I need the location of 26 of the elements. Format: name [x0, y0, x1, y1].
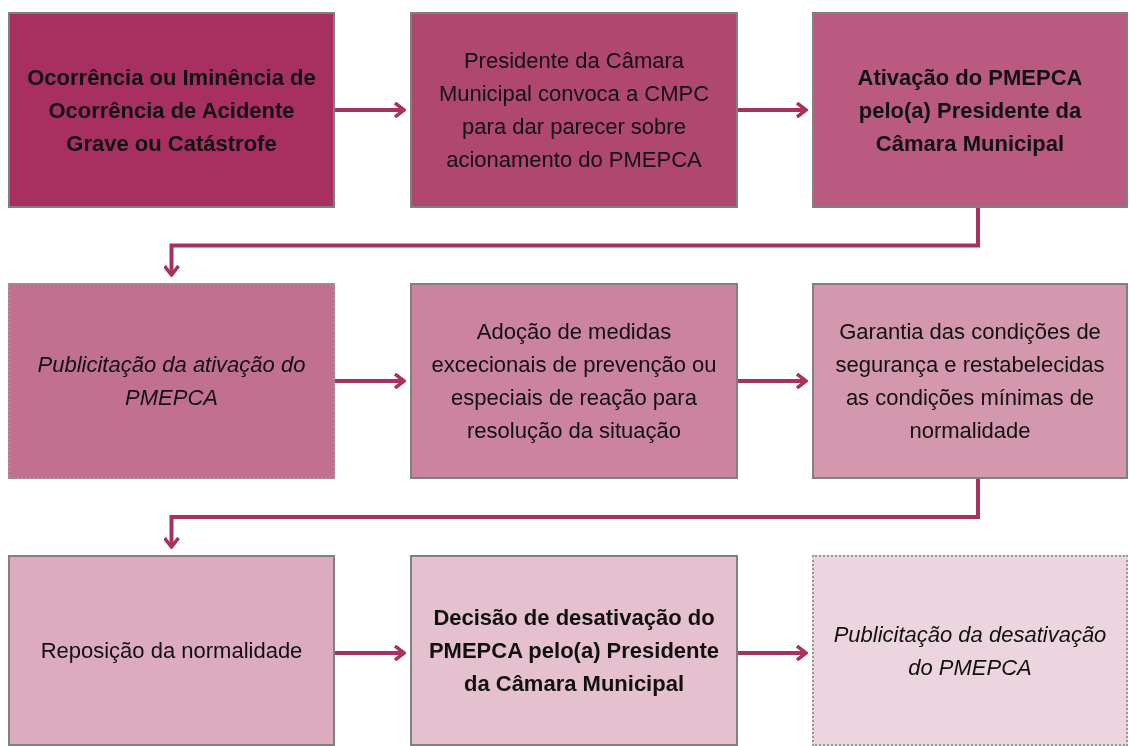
arrow: [335, 644, 406, 662]
box-text: Ativação do PMEPCA pelo(a) Presidente da Câmara Municipal: [856, 63, 1084, 158]
process-box: [410, 555, 738, 746]
box-text: Decisão de desativação do PMEPCA pelo(a) Presidente da Câmara Municipal: [427, 604, 721, 698]
box-text: Publicitação da desativação do PMEPCA: [832, 620, 1108, 682]
arrow: [738, 644, 808, 662]
box-text: Publicitação da ativação do PMEPCA: [36, 351, 307, 412]
arrow: [335, 101, 406, 119]
process-box: [410, 12, 738, 208]
arrow: [162, 208, 980, 277]
process-box: [410, 283, 738, 479]
process-box: [8, 283, 335, 479]
process-box: [812, 555, 1128, 746]
box-text: Reposição da normalidade: [40, 637, 303, 665]
box-text: Garantia das condições de segurança e restabelecidas as condições mínimas de normalidade: [834, 318, 1106, 445]
process-box: [8, 555, 335, 746]
process-box: [812, 12, 1128, 208]
box-text: Presidente da Câmara Municipal convoca a CMPC para dar parecer sobre acionamento do PMEPCA: [437, 47, 711, 174]
arrow: [162, 479, 980, 549]
arrow: [738, 101, 808, 119]
arrow: [335, 372, 406, 390]
box-text: Adoção de medidas excecionais de prevenção ou especiais de reação para resolução da situação: [430, 318, 718, 445]
box-text: Ocorrência ou Iminência de Ocorrência de Acidente Grave ou Catástrofe: [26, 63, 317, 158]
process-box: [8, 12, 335, 208]
arrow: [738, 372, 808, 390]
process-box: [812, 283, 1128, 479]
